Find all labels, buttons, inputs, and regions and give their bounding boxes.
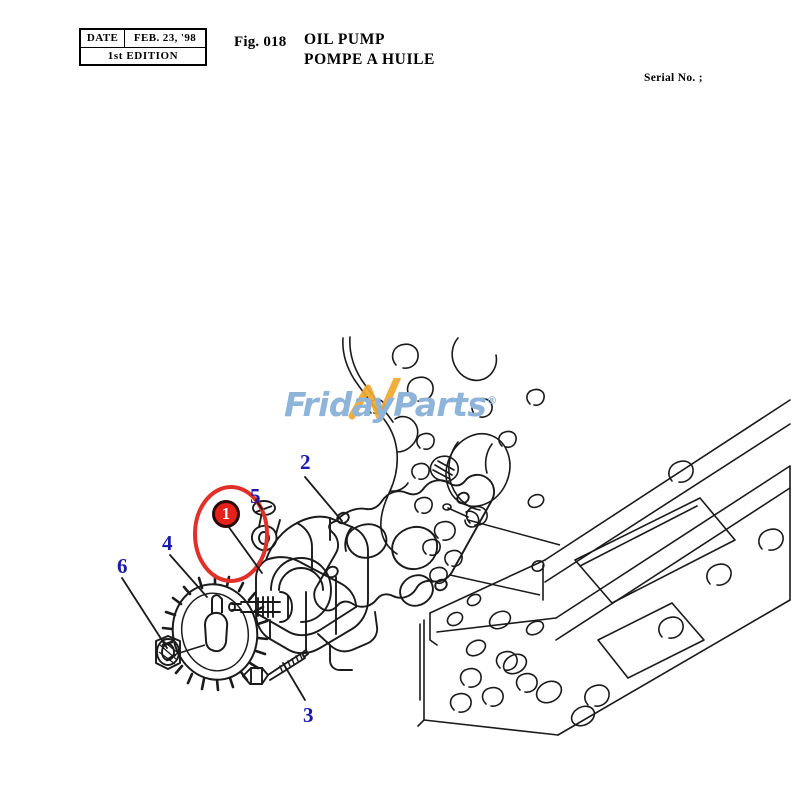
callout-label-4[interactable]: 4	[162, 531, 173, 555]
callout-badge-1-label: 1	[221, 504, 231, 523]
leader-line-1	[227, 525, 263, 574]
callout-badge-1[interactable]: 1	[212, 500, 240, 528]
callout-label-2[interactable]: 2	[300, 450, 311, 474]
leader-line-2	[304, 476, 343, 522]
callout-label-6[interactable]: 6	[117, 554, 128, 578]
edition-cell: 1st EDITION	[79, 46, 207, 66]
leader-line-6	[121, 577, 168, 649]
table-row: 1st EDITION	[79, 46, 207, 66]
title-english: OIL PUMP	[304, 31, 386, 48]
callout-leader-lines	[121, 476, 343, 701]
leader-line-3	[282, 662, 306, 701]
leader-line-4	[169, 554, 208, 598]
page-title: OIL PUMP POMPE A HUILE	[304, 30, 435, 71]
oil-pump-body-group	[251, 473, 495, 671]
header-area: DATE FEB. 23, '98 1st EDITION Fig. 018 O…	[0, 0, 800, 110]
highlight-ellipse	[193, 485, 269, 583]
figure-number: Fig. 018	[234, 34, 287, 50]
pump-nut	[155, 635, 181, 670]
callout-label-5[interactable]: 5	[250, 484, 261, 508]
title-french: POMPE A HUILE	[304, 51, 435, 69]
engine-block-group	[342, 336, 791, 736]
callout-label-3[interactable]: 3	[303, 703, 314, 727]
serial-number-label: Serial No. ;	[644, 72, 703, 84]
leader-line-5	[255, 499, 263, 510]
date-edition-table: DATE FEB. 23, '98 1st EDITION	[79, 28, 207, 67]
block-to-pump-reference-lines	[449, 519, 561, 596]
